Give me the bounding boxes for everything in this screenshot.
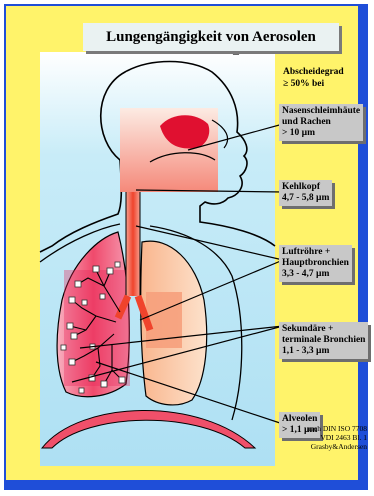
- mediastinum-block: [146, 292, 182, 348]
- title-mark: –: [233, 47, 239, 59]
- label-larynx-line-2: 4,7 - 5,8 µm: [282, 193, 329, 204]
- title-box: Lungengängigkeit von Aerosolen: [83, 23, 339, 51]
- deposition-header: Abscheidegrad ≥ 50% bei: [283, 66, 344, 90]
- source-note: nach DIN ISO 7708 VDI 2463 Bl. 1 Grasby&…: [282, 424, 367, 451]
- label-bronchi-line-2: terminale Bronchien: [282, 335, 365, 346]
- label-trachea-line-1: Luftröhre +: [282, 247, 349, 258]
- left-lung-highlight: [64, 270, 130, 386]
- label-trachea-line-3: 3,3 - 4,7 µm: [282, 269, 349, 280]
- label-bronchi: Sekundäre + terminale Bronchien 1,1 - 3,…: [279, 322, 368, 359]
- label-nose: Nasenschleimhäute und Rachen > 10 µm: [279, 104, 363, 141]
- label-nose-line-2: und Rachen: [282, 117, 360, 128]
- page-title: Lungengängigkeit von Aerosolen: [83, 23, 339, 51]
- source-line-2: VDI 2463 Bl. 1: [282, 433, 367, 442]
- trachea: [126, 192, 140, 296]
- source-line-3: Grasby&Andersen: [282, 442, 367, 451]
- label-larynx: Kehlkopf 4,7 - 5,8 µm: [279, 180, 332, 206]
- label-nose-line-1: Nasenschleimhäute: [282, 106, 360, 117]
- label-bronchi-line-3: 1,1 - 3,3 µm: [282, 346, 365, 357]
- header-line-2: ≥ 50% bei: [283, 78, 344, 90]
- label-larynx-line-1: Kehlkopf: [282, 182, 329, 193]
- label-trachea: Luftröhre + Hauptbronchien 3,3 - 4,7 µm: [279, 245, 352, 282]
- label-nose-line-3: > 10 µm: [282, 128, 360, 139]
- source-line-1: nach DIN ISO 7708: [282, 424, 367, 433]
- header-line-1: Abscheidegrad: [283, 66, 344, 78]
- label-bronchi-line-1: Sekundäre +: [282, 324, 365, 335]
- label-trachea-line-2: Hauptbronchien: [282, 258, 349, 269]
